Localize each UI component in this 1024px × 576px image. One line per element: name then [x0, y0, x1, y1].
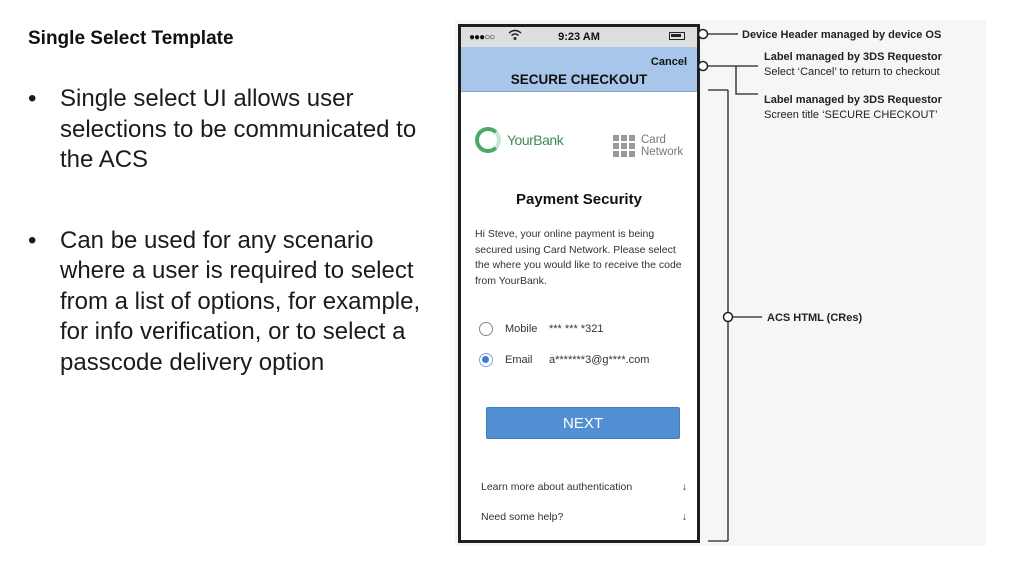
bullet-item: • Can be used for any scenario where a us…	[28, 226, 428, 379]
option-email[interactable]: Email a*******3@g****.com	[479, 353, 649, 367]
grid-icon	[613, 135, 635, 157]
annotation-acs: ACS HTML (CRes)	[767, 312, 863, 324]
next-button[interactable]: NEXT	[486, 407, 680, 439]
bullet-text: Single select UI allows user selections …	[60, 85, 417, 173]
bank-logo: YourBank	[475, 127, 564, 153]
screen-title: SECURE CHECKOUT	[510, 72, 648, 87]
bullet-dot: •	[28, 226, 37, 254]
annotation-title: Label managed by 3DS Requestor	[764, 94, 942, 106]
cancel-button[interactable]: Cancel	[650, 56, 687, 68]
payment-description: Hi Steve, your online payment is being s…	[475, 228, 682, 287]
battery-icon	[669, 32, 685, 40]
annotation-detail: Screen title ‘SECURE CHECKOUT’	[764, 109, 938, 121]
bullet-dot: •	[28, 85, 37, 112]
phone-mockup: ●●●○○ 9:23 AM Cancel SECURE CHECKOUT You…	[458, 24, 700, 543]
network-name: Card Network	[641, 134, 683, 158]
help-link[interactable]: Need some help? ↓	[481, 511, 687, 523]
learn-more-link[interactable]: Learn more about authentication ↓	[481, 481, 687, 493]
arrow-down-icon: ↓	[681, 511, 687, 523]
option-mobile[interactable]: Mobile *** *** *321	[479, 322, 603, 336]
wifi-icon	[508, 29, 522, 40]
payment-security-heading: Payment Security	[516, 191, 642, 208]
bullet-item: • Single select UI allows user selections…	[28, 84, 428, 176]
footer-label: Need some help?	[481, 511, 564, 523]
network-name-line: Network	[641, 146, 684, 158]
bank-name: YourBank	[507, 132, 564, 148]
annotation-label-title: Label managed by 3DS Requestor Screen ti…	[764, 93, 942, 123]
annotation-detail: Select ‘Cancel’ to return to checkout	[764, 66, 940, 78]
option-value: a*******3@g****.com	[549, 354, 650, 366]
footer-label: Learn more about authentication	[481, 481, 633, 493]
status-time: 9:23 AM	[558, 31, 600, 43]
device-status-bar: ●●●○○ 9:23 AM	[461, 27, 697, 47]
requestor-header: Cancel SECURE CHECKOUT	[461, 47, 697, 92]
bank-logo-icon	[475, 127, 501, 153]
signal-icon: ●●●○○	[469, 32, 495, 43]
option-value: *** *** *321	[549, 323, 604, 335]
bullet-list: • Single select UI allows user selections…	[28, 84, 428, 378]
bullet-text: Can be used for any scenario where a use…	[60, 226, 421, 376]
option-label: Mobile	[505, 323, 538, 335]
annotation-label-cancel: Label managed by 3DS Requestor Select ‘C…	[764, 50, 942, 80]
option-label: Email	[505, 354, 533, 366]
slide-title: Single Select Template	[28, 28, 234, 49]
radio-button-selected[interactable]	[479, 353, 493, 367]
card-network-logo: Card Network	[613, 134, 683, 158]
network-name-line: Card	[641, 134, 666, 146]
radio-button[interactable]	[479, 322, 493, 336]
annotation-device-header: Device Header managed by device OS	[742, 29, 942, 41]
arrow-down-icon: ↓	[681, 481, 687, 493]
annotation-title: Label managed by 3DS Requestor	[764, 51, 942, 63]
